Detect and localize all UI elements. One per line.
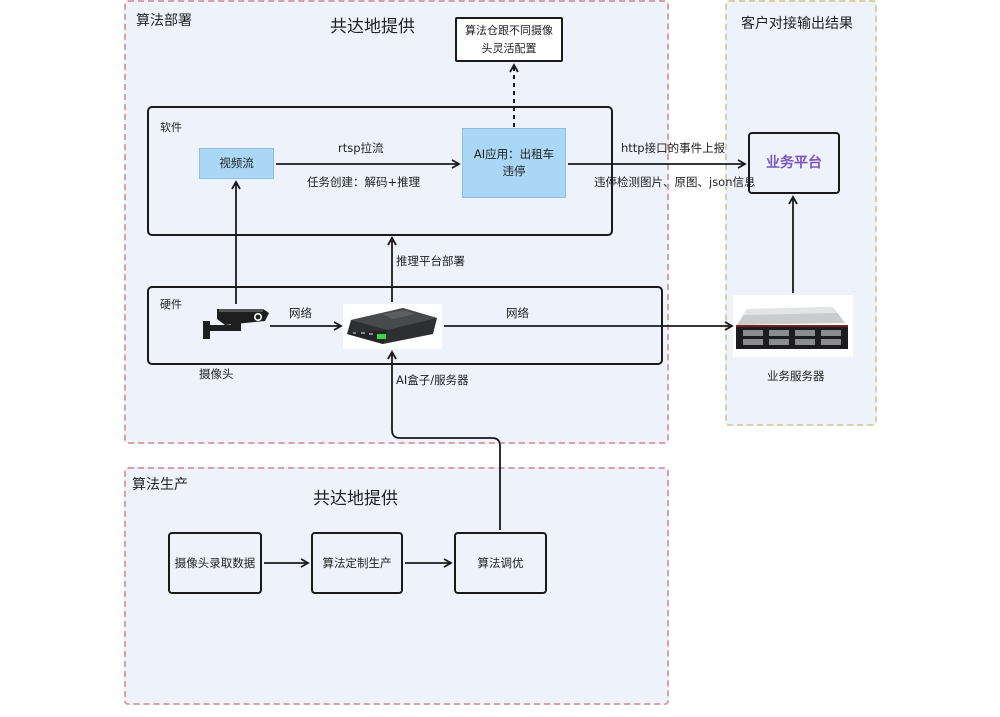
http-report-label: http接口的事件上报 xyxy=(621,141,726,155)
step-custom-label: 算法定制生产 xyxy=(322,555,392,570)
software-label: 软件 xyxy=(160,121,182,134)
ai-box-icon xyxy=(347,308,437,344)
payload-label: 违停检测图片、原图、json信息 xyxy=(594,175,756,189)
production-provider-title: 共达地提供 xyxy=(313,489,398,509)
network-left-label: 网络 xyxy=(289,306,312,320)
step-record-label: 摄像头录取数据 xyxy=(174,555,256,570)
production-step-custom-algorithm[interactable]: 算法定制生产 xyxy=(311,532,403,594)
business-platform-node[interactable]: 业务平台 xyxy=(748,132,840,194)
ai-box-device-image[interactable] xyxy=(343,304,442,349)
ai-box-caption: AI盒子/服务器 xyxy=(396,373,469,387)
camera-caption: 摄像头 xyxy=(199,367,234,381)
inference-deploy-label: 推理平台部署 xyxy=(396,254,465,268)
business-server-image[interactable] xyxy=(733,295,853,357)
video-stream-node[interactable]: 视频流 xyxy=(199,148,274,179)
production-step-record-data[interactable]: 摄像头录取数据 xyxy=(168,532,262,594)
hardware-label: 硬件 xyxy=(160,298,182,311)
production-region-title: 算法生产 xyxy=(132,477,188,493)
customer-region-title: 客户对接输出结果 xyxy=(741,16,853,32)
tuning-to-box-arrow xyxy=(387,350,501,530)
production-step-tuning[interactable]: 算法调优 xyxy=(454,532,547,594)
deployment-region-title: 算法部署 xyxy=(136,13,192,29)
network-right-label: 网络 xyxy=(506,306,529,320)
config-note-box[interactable]: 算法仓跟不同摄像头灵活配置 xyxy=(455,17,563,62)
business-platform-label: 业务平台 xyxy=(766,154,822,171)
business-server-caption: 业务服务器 xyxy=(767,369,825,383)
rtsp-edge-label: rtsp拉流 xyxy=(338,141,384,155)
algorithm-deployment-region xyxy=(124,0,669,444)
video-stream-label: 视频流 xyxy=(219,155,254,170)
ai-app-label: AI应用：出租车违停 xyxy=(473,146,555,178)
ai-app-node[interactable]: AI应用：出租车违停 xyxy=(462,128,566,198)
config-note-text: 算法仓跟不同摄像头灵活配置 xyxy=(465,23,553,55)
rack-server-icon xyxy=(736,307,848,349)
camera-icon xyxy=(203,309,269,339)
software-frame xyxy=(147,106,613,236)
task-edge-label: 任务创建：解码+推理 xyxy=(307,175,421,189)
step-tuning-label: 算法调优 xyxy=(477,555,524,570)
deployment-provider-title: 共达地提供 xyxy=(330,17,415,37)
